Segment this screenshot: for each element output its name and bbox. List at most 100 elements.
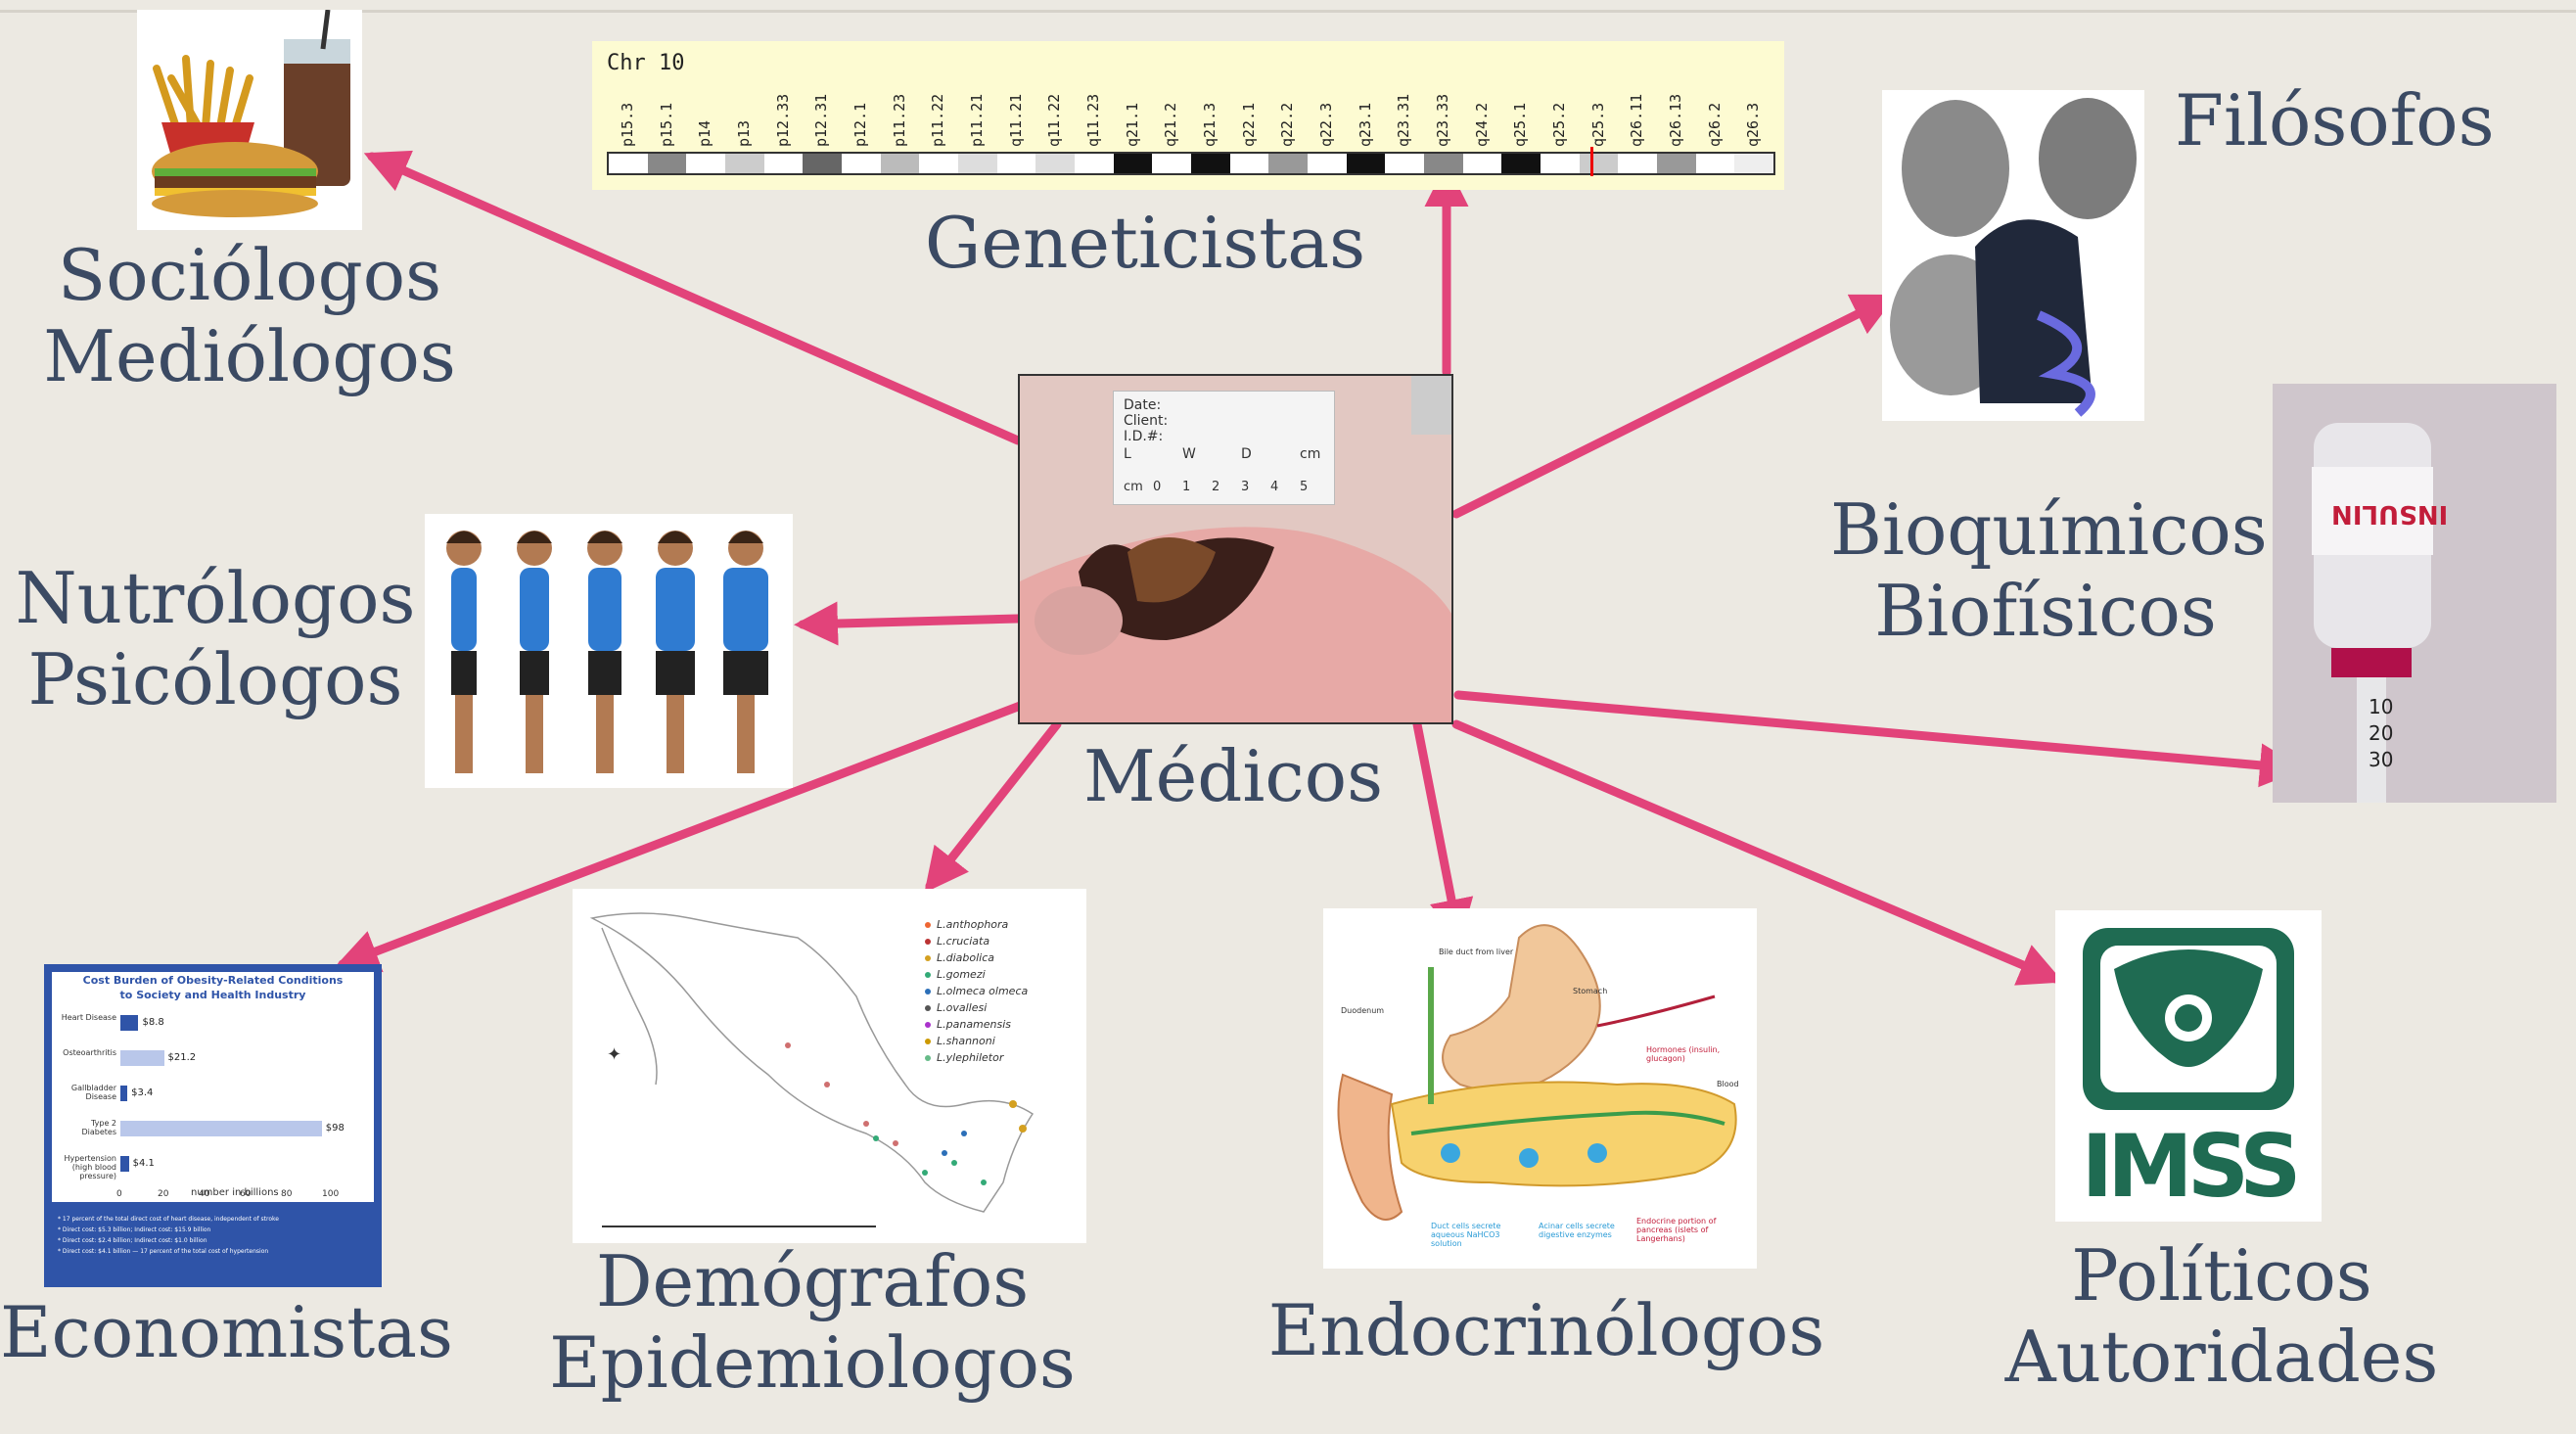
- card-date: Date:: [1124, 397, 1161, 413]
- band-label: q11.23: [1084, 94, 1102, 147]
- cost-chart-title1: Cost Burden of Obesity-Related Condition…: [44, 974, 382, 987]
- card-client: Client:: [1124, 413, 1168, 429]
- card-id: I.D.#:: [1124, 429, 1163, 444]
- label-filosofos: Filósofos: [2175, 80, 2495, 162]
- legend-dot: [925, 939, 931, 945]
- band-label: q22.3: [1317, 103, 1335, 147]
- band-block: [997, 154, 1036, 173]
- map-legend-item: L.ovallesi: [925, 1001, 1081, 1018]
- card-l: L: [1124, 446, 1131, 462]
- band-block: [609, 154, 648, 173]
- ruler-mark: cm: [1124, 480, 1143, 494]
- cost-tick: 0: [116, 1189, 122, 1199]
- band-block: [1347, 154, 1386, 173]
- band-label: p11.23: [891, 94, 908, 147]
- legend-dot: [925, 1005, 931, 1011]
- band-label: q23.1: [1357, 103, 1374, 147]
- bioquimicos-line2: Biofísicos: [1830, 571, 2261, 652]
- cost-row-label: Hypertension (high blood pressure): [54, 1154, 116, 1180]
- band-label: q22.2: [1278, 103, 1296, 147]
- cost-bar: [120, 1050, 164, 1066]
- band-label: q25.3: [1589, 103, 1607, 147]
- cost-chart-footnotes: * 17 percent of the total direct cost of…: [58, 1214, 371, 1257]
- chromosome-ideogram: Chr 10 p15.3p15.1p14p13p12.33p12.31p12.1…: [592, 41, 1784, 190]
- band-label: p12.33: [774, 94, 792, 147]
- map-legend-item: L.shannoni: [925, 1035, 1081, 1051]
- band-label: p13: [735, 120, 753, 147]
- demografos-line1: Demógrafos: [509, 1241, 1116, 1322]
- band-block: [725, 154, 764, 173]
- cost-bar-value: $21.2: [168, 1052, 197, 1063]
- map-legend-item: L.cruciata: [925, 935, 1081, 951]
- map-legend-item: L.anthophora: [925, 918, 1081, 935]
- cost-chart-xlabel: number in billions: [191, 1187, 279, 1198]
- anatomy-label: Acinar cells secrete digestive enzymes: [1539, 1222, 1632, 1239]
- fast-food-image: [137, 10, 362, 230]
- legend-text: L.ylephiletor: [937, 1051, 1003, 1064]
- cost-tick: 20: [158, 1189, 168, 1199]
- card-d: D: [1241, 446, 1252, 462]
- ruler-mark: 4: [1270, 480, 1278, 494]
- cost-tick: 80: [281, 1189, 292, 1199]
- child-figure: [517, 531, 552, 773]
- mexico-distribution-map: ✦ L.anthophoraL.cruciataL.diabolicaL.gom…: [573, 889, 1086, 1243]
- cost-bar-value: $98: [326, 1123, 345, 1133]
- ruler-mark: 0: [1153, 480, 1161, 494]
- insulin-mark-20: 20: [2369, 721, 2393, 745]
- legend-dot: [925, 955, 931, 961]
- legend-dot: [925, 972, 931, 978]
- band-label: p11.22: [929, 94, 946, 147]
- legend-text: L.shannoni: [937, 1035, 995, 1047]
- band-label: q21.3: [1201, 103, 1219, 147]
- map-legend-item: L.diabolica: [925, 951, 1081, 968]
- band-block: [1268, 154, 1308, 173]
- demografos-line2: Epidemiologos: [509, 1322, 1116, 1404]
- nutrologos-line1: Nutrólogos: [10, 558, 421, 639]
- band-block: [1696, 154, 1735, 173]
- band-block: [764, 154, 804, 173]
- cost-bar-value: $4.1: [133, 1158, 155, 1169]
- card-cm: cm: [1300, 446, 1320, 462]
- band-block: [842, 154, 881, 173]
- band-block: [1657, 154, 1696, 173]
- band-label: q21.2: [1162, 103, 1179, 147]
- cost-row-label: Heart Disease: [54, 1013, 116, 1022]
- band-label: q25.2: [1550, 103, 1568, 147]
- band-label: q25.1: [1511, 103, 1529, 147]
- band-label: p15.3: [619, 103, 636, 147]
- cost-bar-value: $3.4: [131, 1087, 153, 1098]
- band-label: q26.11: [1628, 94, 1645, 147]
- band-block: [1618, 154, 1657, 173]
- band-label: q22.1: [1240, 103, 1258, 147]
- cost-row-label: Type 2 Diabetes: [54, 1119, 116, 1136]
- imss-wordmark: IMSS: [2055, 1116, 2322, 1217]
- band-block: [1308, 154, 1347, 173]
- insulin-mark-30: 30: [2369, 748, 2393, 771]
- band-block: [648, 154, 687, 173]
- band-block: [1424, 154, 1463, 173]
- legend-dot: [925, 989, 931, 995]
- svg-text:✦: ✦: [607, 1044, 621, 1065]
- sociologos-line1: Sociólogos: [29, 235, 470, 316]
- insulin-vial-image: INSULIN 10 20 30: [2273, 384, 2556, 803]
- child-figure: [587, 531, 622, 773]
- cost-burden-chart: Cost Burden of Obesity-Related Condition…: [44, 964, 382, 1287]
- cost-row-label: Osteoarthritis: [54, 1048, 116, 1057]
- band-block: [1075, 154, 1114, 173]
- arrow-bioquimicos: [1458, 695, 2295, 768]
- ruler-mark: 5: [1300, 480, 1308, 494]
- band-label: p12.1: [851, 103, 869, 147]
- insulin-brand: INSULIN: [2331, 499, 2448, 529]
- legend-text: L.diabolica: [937, 951, 994, 964]
- band-block: [1385, 154, 1424, 173]
- card-w: W: [1182, 446, 1196, 462]
- legend-text: L.panamensis: [937, 1018, 1011, 1031]
- band-block: [881, 154, 920, 173]
- band-label: p15.1: [658, 103, 675, 147]
- arrow-nutrologos: [803, 619, 1018, 624]
- cost-bar: [120, 1156, 129, 1172]
- legend-dot: [925, 1055, 931, 1061]
- band-label: q21.1: [1124, 103, 1141, 147]
- band-label: q26.13: [1667, 94, 1684, 147]
